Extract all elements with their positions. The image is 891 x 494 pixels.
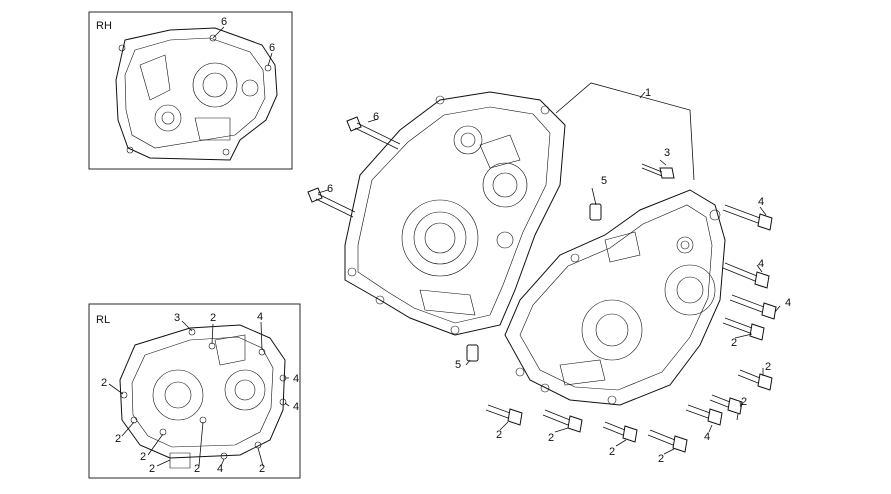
bolt-2-bottom-1 [485,404,523,426]
crankcase-right-half [504,189,726,406]
inset-rl-crankcase [119,324,287,469]
callout-2-a: 2 [731,337,737,349]
callout-2-d: 2 [496,429,502,441]
bolt-3 [641,163,675,179]
inset-rh: RH 6 6 [88,11,293,170]
bolt-4-a [722,204,773,231]
callout-4-b: 4 [758,258,764,270]
bolt-4-b [722,262,770,289]
inset-rl-callout-3: 3 [174,312,180,324]
callout-1: 1 [645,87,651,99]
main-callouts: 1 6 6 3 5 5 4 4 4 2 2 2 2 2 2 2 4 [327,87,791,465]
inset-rh-crankcase [115,27,278,161]
callout-5-lower: 5 [455,359,461,371]
bolt-2-right-lower [737,369,773,391]
bolt-4-bottom [685,404,723,426]
callout-2-g: 2 [658,453,664,465]
callout-2-c: 2 [741,396,747,408]
bolt-2-bottom-2 [542,409,583,433]
inset-rl-callout-4c: 4 [293,401,299,413]
bolt-2-bottom-3 [602,421,638,443]
leader-lines [317,82,781,455]
bolt-4-c [729,294,777,320]
inset-rl-title: RL [96,314,110,326]
inset-rl-callout-2b: 2 [101,377,107,389]
inset-rl-callout-2f: 2 [194,463,200,475]
callout-4-c: 4 [785,297,791,309]
inset-rl-callout-2d: 2 [140,451,146,463]
callout-4-d: 4 [704,431,710,443]
bolt-6-lower [307,187,356,218]
inset-rl-callout-2a: 2 [210,312,216,324]
inset-rl: RL [88,303,301,479]
bolt-2-bottom-5 [709,394,743,415]
inset-rh-title: RH [96,20,112,32]
callout-2-e: 2 [548,432,554,444]
dowel-5-upper [589,203,602,221]
bolt-6-upper [346,116,401,150]
dowel-5-lower [466,344,479,362]
inset-rl-callout-2g: 2 [259,463,265,475]
inset-rl-callout-4d: 4 [217,463,223,475]
inset-rl-callout-4a: 4 [257,311,263,323]
callout-2-f: 2 [609,446,615,458]
bolt-2-bottom-4 [647,429,688,453]
inset-rl-callout-4b: 4 [293,373,299,385]
inset-rl-callout-2c: 2 [115,433,121,445]
inset-rl-callout-2e: 2 [149,463,155,475]
callout-6-upper: 6 [373,111,379,123]
callout-5-upper: 5 [601,175,607,187]
callout-4-a: 4 [758,196,764,208]
inset-rh-callout-6a: 6 [221,16,227,28]
callout-6-lower: 6 [327,183,333,195]
crankcase-left-half [344,91,566,336]
callout-3: 3 [664,147,670,159]
inset-rh-callout-6b: 6 [269,42,275,54]
bolt-2-right [722,317,765,341]
callout-2-b: 2 [765,361,771,373]
